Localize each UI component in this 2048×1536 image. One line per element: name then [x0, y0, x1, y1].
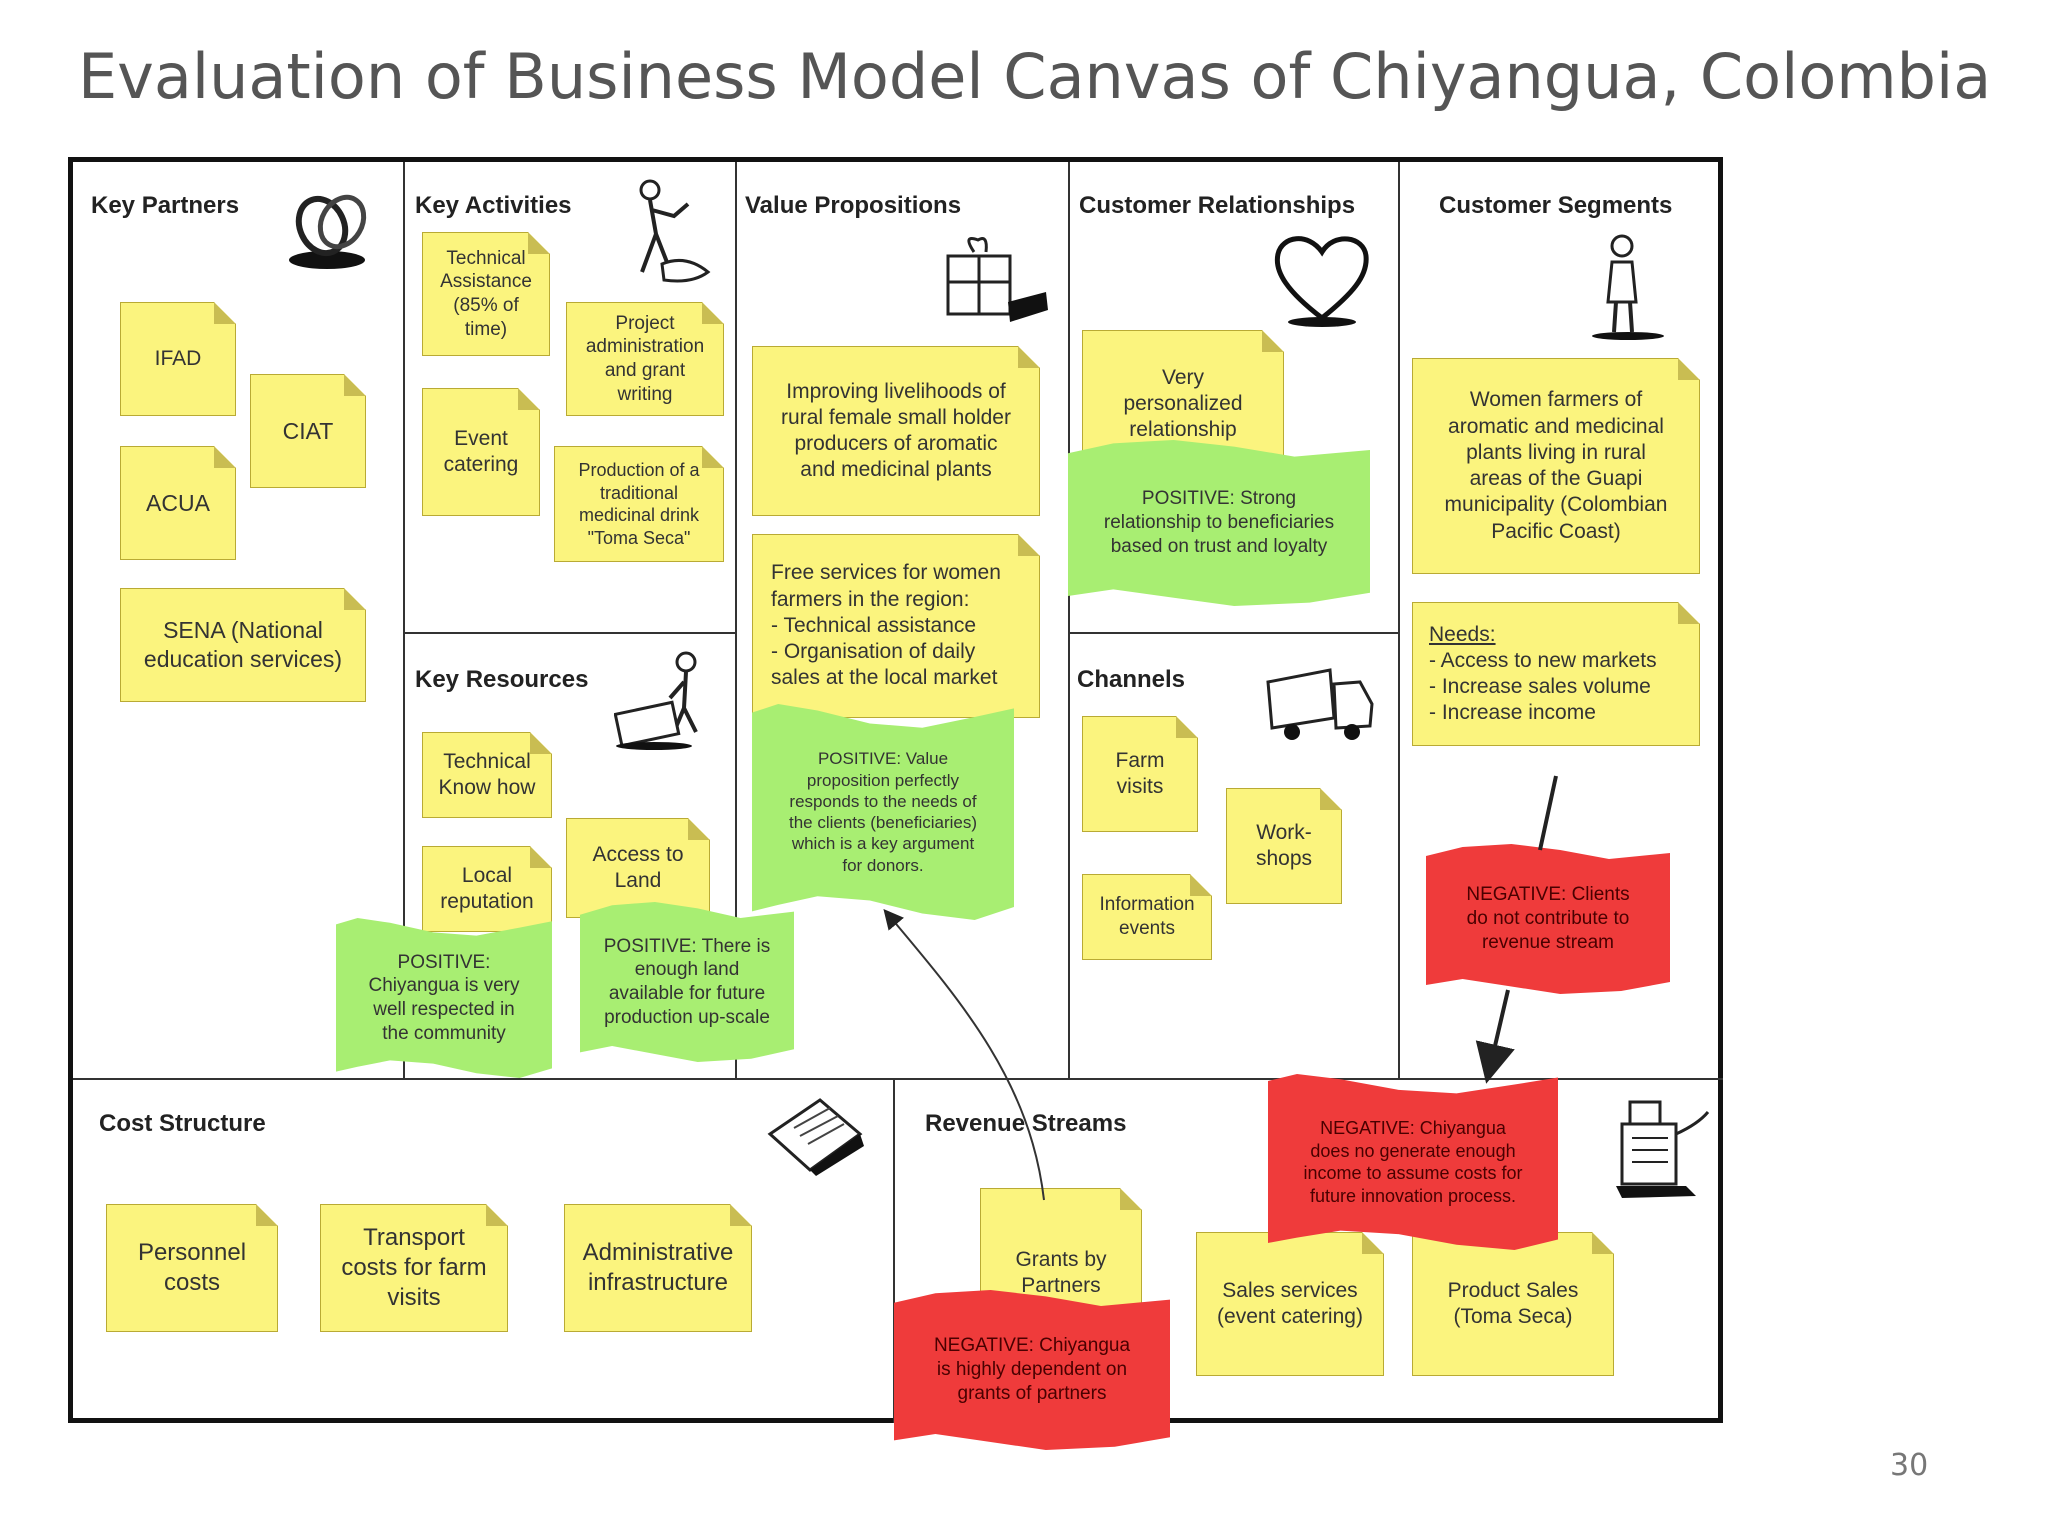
note-toma-seca-production: Production of a traditional medicinal dr… [554, 446, 724, 562]
flag-negative-grants: NEGATIVE: Chiyangua is highly dependent … [894, 1290, 1170, 1450]
divider [403, 632, 737, 634]
divider [403, 162, 405, 1078]
flag-positive-value: POSITIVE: Value proposition perfectly re… [752, 704, 1014, 920]
note-vp-free-services: Free services for women farmers in the r… [752, 534, 1040, 718]
worker-icon [639, 179, 711, 283]
customer-segments-title: Customer Segments [1439, 192, 1673, 219]
note-technical-knowhow: Technical Know how [422, 732, 552, 818]
truck-icon [1266, 668, 1374, 740]
divider [1068, 632, 1400, 634]
gift-icon [946, 237, 1048, 322]
flag-positive-land: POSITIVE: There is enough land available… [580, 902, 794, 1062]
note-local-reputation: Local reputation [422, 846, 552, 932]
note-project-admin: Project administration and grant writing [566, 302, 724, 416]
rings-icon [289, 194, 367, 269]
note-personnel-costs: Personnel costs [106, 1204, 278, 1332]
key-resources-title: Key Resources [415, 666, 589, 693]
note-acua: ACUA [120, 446, 236, 560]
flag-positive-relationship: POSITIVE: Strong relationship to benefic… [1068, 440, 1370, 606]
note-workshops: Work- shops [1226, 788, 1342, 904]
note-ciat: CIAT [250, 374, 366, 488]
key-partners-title: Key Partners [91, 192, 240, 219]
note-technical-assistance: Technical Assistance (85% of time) [422, 232, 550, 356]
cash-register-icon [1616, 1100, 1710, 1198]
key-activities-title: Key Activities [415, 192, 572, 219]
slide-title: Evaluation of Business Model Canvas of C… [78, 40, 1992, 113]
note-needs: Needs: - Access to new markets - Increas… [1412, 602, 1700, 746]
note-farm-visits: Farm visits [1082, 716, 1198, 832]
note-access-to-land: Access to Land [566, 818, 710, 918]
channels-title: Channels [1077, 666, 1186, 693]
note-transport-costs: Transport costs for farm visits [320, 1204, 508, 1332]
invoice-icon [767, 1098, 864, 1176]
divider [1068, 162, 1070, 1078]
note-vp-livelihoods: Improving livelihoods of rural female sm… [752, 346, 1040, 516]
flag-positive-reputation: POSITIVE: Chiyangua is very well respect… [336, 918, 552, 1078]
value-propositions-title: Value Propositions [745, 192, 962, 219]
divider [735, 162, 737, 1078]
forklift-icon [614, 651, 698, 750]
divider [893, 1078, 895, 1423]
note-admin-infrastructure: Administrative infrastructure [564, 1204, 752, 1332]
page-number: 30 [1890, 1448, 1929, 1483]
divider [73, 1078, 1723, 1080]
note-sena: SENA (National education services) [120, 588, 366, 702]
arrow-segments-to-income [1488, 775, 1558, 1076]
note-ifad: IFAD [120, 302, 236, 416]
note-women-farmers: Women farmers of aromatic and medicinal … [1412, 358, 1700, 574]
needs-heading: Needs: [1429, 622, 1496, 646]
note-sales-services: Sales services (event catering) [1196, 1232, 1384, 1376]
note-information-events: Information events [1082, 874, 1212, 960]
heart-icon [1274, 236, 1369, 327]
needs-list: - Access to new markets - Increase sales… [1429, 648, 1657, 725]
arrow-grants-to-value [883, 908, 1045, 1201]
note-event-catering: Event catering [422, 388, 540, 516]
person-icon [1592, 234, 1664, 340]
divider [1398, 162, 1400, 1078]
flag-negative-clients: NEGATIVE: Clients do not contribute to r… [1426, 844, 1670, 994]
cost-structure-title: Cost Structure [99, 1110, 266, 1137]
note-product-sales: Product Sales (Toma Seca) [1412, 1232, 1614, 1376]
customer-relationships-title: Customer Relationships [1079, 192, 1356, 219]
